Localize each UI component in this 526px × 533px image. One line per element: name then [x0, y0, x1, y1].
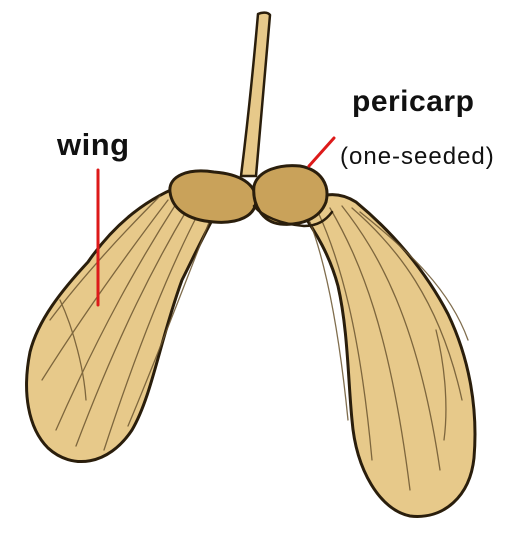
wing-label: wing: [57, 127, 130, 163]
pericarp-note-label: (one-seeded): [340, 143, 495, 171]
pericarp-label: pericarp: [352, 85, 474, 119]
stalk: [241, 13, 270, 176]
pericarp-leader-line: [309, 138, 334, 166]
